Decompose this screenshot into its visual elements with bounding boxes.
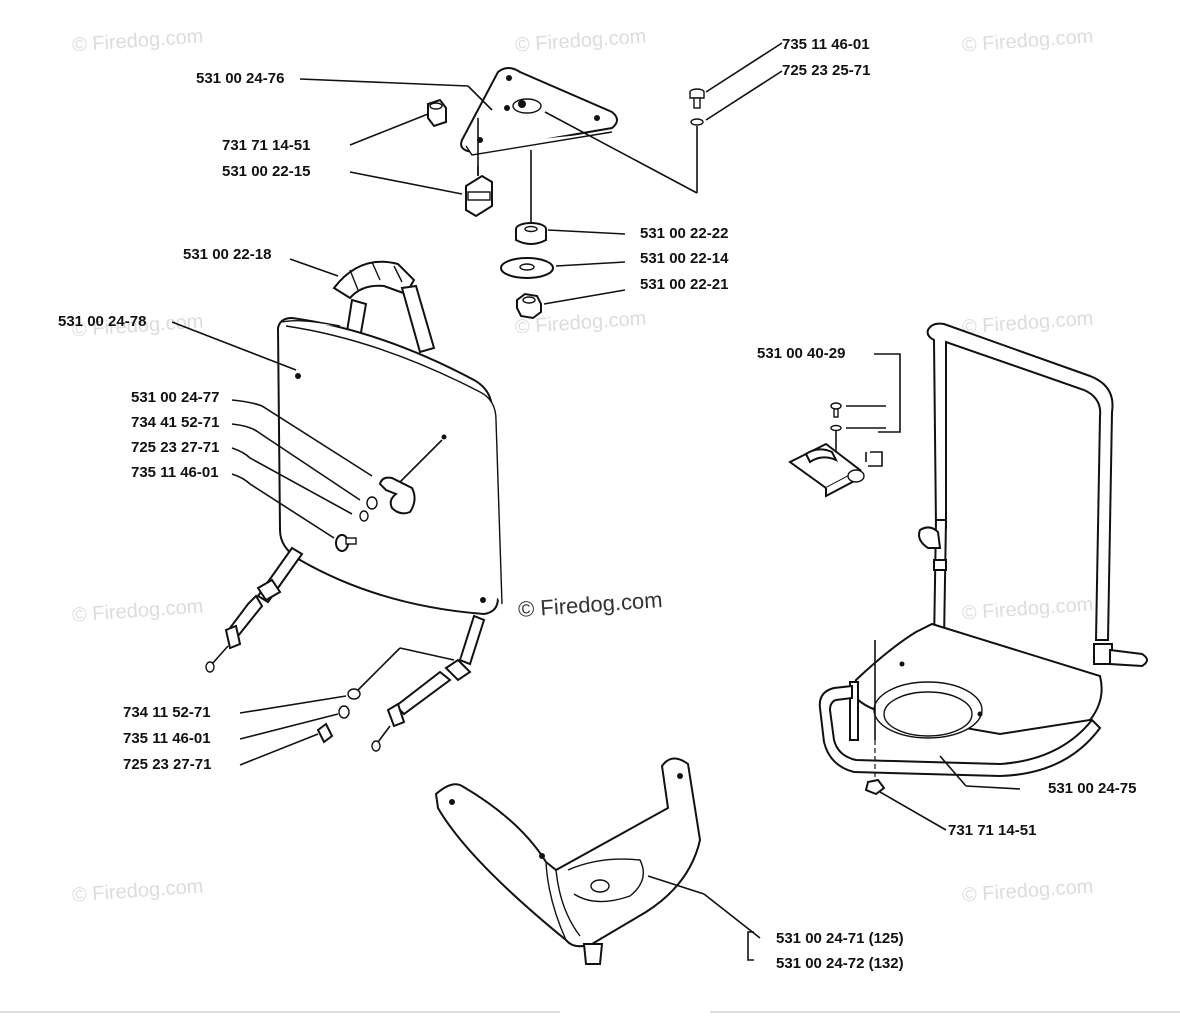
washer-icon	[366, 496, 378, 510]
washer-icon	[830, 424, 842, 432]
washer-icon	[347, 688, 361, 700]
washer-icon	[359, 510, 369, 522]
label-731-71-14-51: 731 71 14-51	[948, 822, 1037, 839]
nut-icon	[864, 778, 886, 796]
label-531-00-40-29: 531 00 40-29	[757, 345, 846, 362]
label-531-00-24-76: 531 00 24-76	[196, 70, 285, 87]
label-531-00-24-77: 531 00 24-77	[131, 389, 220, 406]
washer-icon	[338, 705, 350, 719]
label-531-00-22-18: 531 00 22-18	[183, 246, 272, 263]
label-725-23-27-71: 725 23 27-71	[123, 756, 212, 773]
label-725-23-25-71: 725 23 25-71	[782, 62, 871, 79]
back-pad-icon	[276, 316, 503, 616]
washer-icon	[690, 118, 704, 126]
label-734-41-52-71: 734 41 52-71	[131, 414, 220, 431]
bolt-icon	[689, 88, 705, 109]
rubber-mount-icon	[465, 166, 493, 218]
bolt-icon	[830, 402, 842, 418]
clamp-bracket-icon	[788, 442, 865, 498]
label-734-11-52-71: 734 11 52-71	[123, 704, 211, 721]
triangular-mount-plate-icon	[460, 67, 618, 156]
lock-nut-icon	[516, 292, 542, 320]
label-531-00-24-72: 531 00 24-72 (132)	[776, 955, 904, 972]
label-531-00-24-75: 531 00 24-75	[1048, 780, 1137, 797]
label-531-00-24-71: 531 00 24-71 (125)	[776, 930, 904, 947]
label-531-00-24-78: 531 00 24-78	[58, 313, 147, 330]
label-531-00-22-21: 531 00 22-21	[640, 276, 729, 293]
bolt-icon	[335, 534, 357, 552]
label-725-23-27-71: 725 23 27-71	[131, 439, 220, 456]
label-731-71-14-51: 731 71 14-51	[222, 137, 311, 154]
tubular-frame-icon	[818, 322, 1148, 778]
label-735-11-46-01: 735 11 46-01	[131, 464, 219, 481]
label-531-00-22-15: 531 00 22-15	[222, 163, 311, 180]
bolt-icon	[316, 722, 334, 744]
label-531-00-22-22: 531 00 22-22	[640, 225, 729, 242]
bracket-hook-icon	[378, 476, 416, 515]
label-735-11-46-01: 735 11 46-01	[782, 36, 870, 53]
label-531-00-22-14: 531 00 22-14	[640, 250, 729, 267]
skid-plate-icon	[434, 757, 702, 965]
clamp-bracket-icon	[332, 260, 416, 300]
label-735-11-46-01: 735 11 46-01	[123, 730, 211, 747]
spacer-bushing-icon	[515, 222, 547, 245]
flat-washer-icon	[500, 257, 554, 279]
nut-icon	[427, 98, 447, 128]
